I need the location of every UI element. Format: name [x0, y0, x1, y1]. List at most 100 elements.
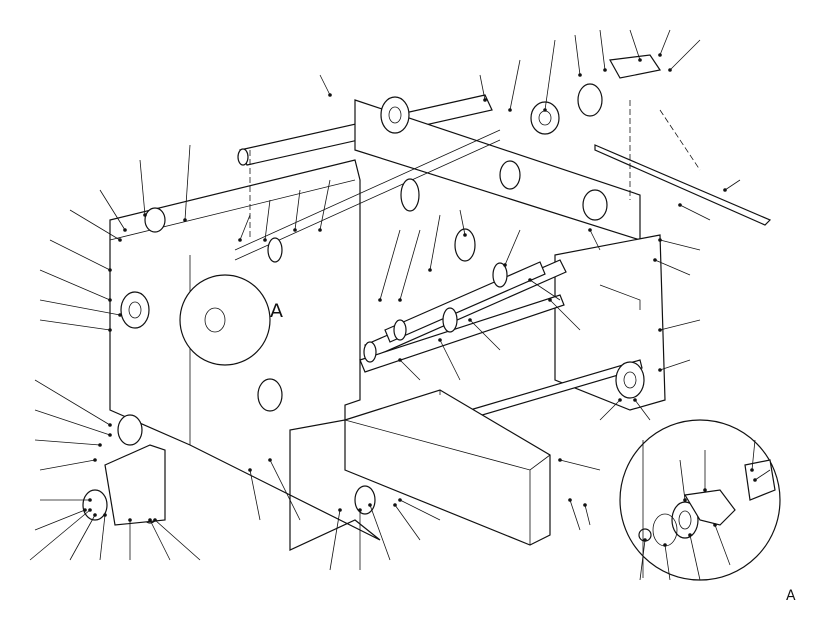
leader-arrowhead	[643, 538, 647, 542]
leader-arrowhead	[93, 458, 97, 462]
leader-line	[29, 509, 91, 561]
leader-arrowhead	[683, 498, 687, 502]
leader-arrowhead	[183, 218, 187, 222]
leader-line	[599, 399, 621, 421]
leader-arrowhead	[83, 508, 87, 512]
leader-arrowhead	[603, 68, 607, 72]
leader-arrowhead	[338, 508, 342, 512]
leader-arrowhead	[528, 278, 532, 282]
leader-line	[399, 359, 421, 381]
leader-line	[154, 519, 201, 561]
leader-line	[329, 509, 341, 571]
leader-line	[459, 209, 466, 236]
leader-line	[589, 229, 601, 251]
rear-frame	[234, 99, 641, 261]
leader-line	[634, 399, 651, 421]
leader-arrowhead	[483, 98, 487, 102]
leader-arrowhead	[398, 298, 402, 302]
leader-line	[34, 379, 111, 426]
leader-arrowhead	[658, 238, 662, 242]
leader-line	[429, 214, 441, 271]
leader-line	[319, 179, 331, 231]
leader-line	[569, 499, 581, 531]
leader-arrowhead	[663, 543, 667, 547]
leader-arrowhead	[108, 298, 112, 302]
leader-arrowhead	[318, 228, 322, 232]
leader-line	[599, 29, 606, 71]
leader-arrowhead	[248, 468, 252, 472]
leader-line	[659, 359, 691, 371]
leader-arrowhead	[143, 213, 147, 217]
leader-line	[544, 39, 556, 111]
leader-arrowhead	[658, 368, 662, 372]
leader-arrowhead	[438, 338, 442, 342]
leader-line	[669, 39, 701, 71]
leader-line	[469, 319, 501, 351]
leader-line	[574, 34, 581, 76]
leader-arrowhead	[88, 508, 92, 512]
leader-arrowhead	[103, 513, 107, 517]
leader-line	[39, 319, 111, 331]
leader-arrowhead	[713, 523, 717, 527]
leader-line	[754, 469, 771, 481]
leader-arrowhead	[703, 488, 707, 492]
leader-arrowhead	[123, 228, 127, 232]
leader-line	[639, 539, 646, 581]
leader-line	[34, 509, 86, 531]
leader-arrowhead	[368, 503, 372, 507]
leader-arrowhead	[750, 468, 754, 472]
leader-line	[39, 269, 111, 301]
leader-arrowhead	[543, 108, 547, 112]
leader-arrowhead	[128, 518, 132, 522]
leader-line	[249, 469, 261, 521]
leader-line	[69, 209, 121, 241]
leader-arrowhead	[428, 268, 432, 272]
leader-line	[529, 279, 561, 301]
leader-line	[369, 504, 391, 561]
leader-line	[294, 189, 301, 231]
leader-arrowhead	[583, 503, 587, 507]
leader-arrowhead	[658, 53, 662, 57]
leader-line	[659, 319, 701, 331]
leader-arrowhead	[723, 188, 727, 192]
leader-line	[99, 514, 106, 561]
leader-arrowhead	[238, 238, 242, 242]
leader-line	[319, 74, 331, 96]
leader-arrowhead	[118, 313, 122, 317]
leader-arrowhead	[378, 298, 382, 302]
leader-line	[664, 544, 671, 581]
leader-line	[679, 459, 686, 501]
right-deflector-bar	[594, 144, 772, 226]
leader-line	[689, 534, 701, 581]
leader-line	[39, 459, 96, 471]
leader-line	[559, 459, 601, 471]
leader-line	[34, 439, 101, 446]
leader-line	[149, 519, 171, 561]
leader-arrowhead	[263, 238, 267, 242]
leader-arrowhead	[588, 228, 592, 232]
leader-arrowhead	[108, 433, 112, 437]
leader-arrowhead	[558, 458, 562, 462]
leader-arrowhead	[688, 533, 692, 537]
leader-arrowhead	[508, 108, 512, 112]
leader-arrowhead	[328, 93, 332, 97]
leader-line	[654, 259, 691, 276]
leader-arrowhead	[668, 68, 672, 72]
leader-line	[724, 179, 741, 191]
leader-line	[264, 199, 271, 241]
leader-line	[49, 239, 111, 271]
leader-arrowhead	[638, 58, 642, 62]
leader-line	[629, 29, 641, 61]
leader-line	[99, 189, 126, 231]
leader-line	[399, 229, 421, 301]
detail-callout-label: A	[270, 300, 283, 322]
leader-arrowhead	[548, 298, 552, 302]
bearings	[82, 54, 661, 526]
leader-arrowhead	[268, 458, 272, 462]
leader-line	[69, 514, 96, 561]
leader-line	[34, 409, 111, 436]
leader-line	[269, 459, 301, 521]
leader-arrowhead	[108, 268, 112, 272]
leader-line	[504, 229, 521, 266]
